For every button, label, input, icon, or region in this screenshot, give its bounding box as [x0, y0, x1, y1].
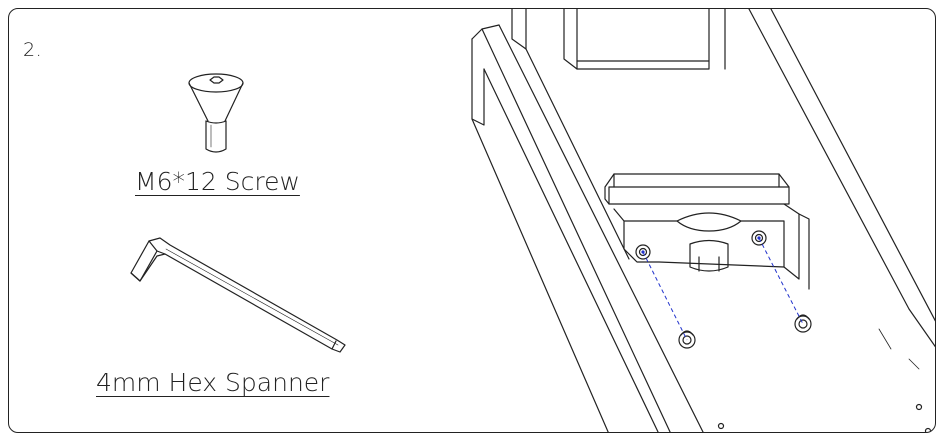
hex-key-icon — [130, 237, 346, 353]
desk-leg-assembly-icon — [471, 9, 935, 432]
screw-icon — [188, 73, 244, 153]
hex-spanner-label: 4mm Hex Spanner — [96, 368, 330, 397]
screw-label: M6*12 Screw — [135, 167, 300, 196]
step-number: 2. — [23, 39, 43, 61]
loose-screw-icon — [794, 314, 812, 333]
assembly-drawing — [130, 9, 935, 432]
insertion-guide-lines — [642, 237, 804, 341]
loose-screw-icon — [678, 330, 696, 349]
instruction-panel: 2. M6*12 Screw 4mm Hex Spanner — [8, 8, 936, 433]
